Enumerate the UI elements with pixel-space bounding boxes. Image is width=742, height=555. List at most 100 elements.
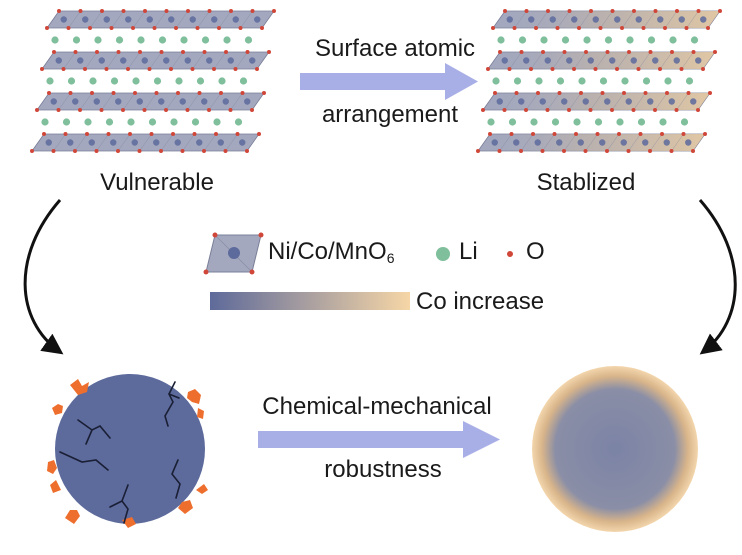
transition-metal-atom [222, 98, 229, 105]
lithium-atom [62, 118, 71, 126]
cracks [59, 381, 181, 524]
legend [203, 232, 513, 310]
transition-metal-atom [582, 98, 589, 105]
oxygen-atom [207, 9, 212, 13]
oxygen-atom [42, 132, 46, 136]
cell-edge [122, 92, 136, 111]
oxygen-atom [502, 108, 507, 112]
oxygen-atom [51, 149, 56, 153]
cell-edge [213, 51, 227, 70]
transition-metal-atom [614, 16, 621, 23]
cell-edge [692, 133, 706, 152]
cell-edge [702, 51, 716, 70]
transition-metal-atom [491, 139, 498, 146]
transition-metal-atom [506, 16, 513, 23]
transition-metal-atom [110, 139, 117, 146]
transition-metal-atom [67, 139, 74, 146]
oxygen-atom [598, 26, 603, 30]
oxygen-atom [180, 149, 185, 153]
oxygen-atom [142, 108, 147, 112]
right-curved-arrow [698, 199, 737, 355]
transition-metal-atom [592, 16, 599, 23]
oxygen-atom [567, 108, 571, 112]
cell-edge [160, 133, 174, 152]
cell-edge [568, 92, 582, 111]
legend-gradient-label: Co increase [416, 288, 545, 315]
lithium-atom [599, 77, 608, 85]
oxygen-atom [149, 132, 154, 136]
cell-edge [187, 92, 200, 111]
oxygen-atom [670, 50, 674, 54]
transition-metal-atom [513, 139, 520, 146]
transition-metal-atom [88, 139, 95, 146]
oxygen-atom [56, 108, 61, 112]
cell-edge [240, 10, 253, 29]
lithium-atom [642, 77, 651, 85]
transition-metal-atom [635, 16, 642, 23]
lithium-atom [94, 36, 102, 44]
lithium-atom [175, 77, 183, 85]
transition-metal-atom [232, 16, 239, 23]
oxygen-atom [686, 91, 691, 95]
cell-edge [117, 133, 131, 152]
lithium-atom [626, 36, 634, 44]
transition-metal-atom [549, 16, 556, 23]
oxygen-atom [223, 149, 228, 153]
lithium-atom [127, 118, 135, 126]
oxygen-atom [572, 67, 576, 71]
lithium-atom [51, 36, 59, 44]
oxygen-atom [703, 132, 707, 136]
lithium-atom [513, 77, 522, 85]
oxygen-atom [147, 67, 152, 71]
cell-edge [127, 51, 141, 70]
lithium-atom [573, 118, 581, 126]
oxygen-atom [40, 67, 44, 71]
transition-metal-atom [174, 139, 181, 146]
transition-metal-atom [120, 57, 127, 64]
transition-metal-atom [544, 57, 551, 64]
transition-metal-atom [523, 57, 530, 64]
oxygen-atom [45, 26, 49, 30]
stabilized-label: Stablized [536, 169, 636, 196]
oxygen-atom [61, 67, 66, 71]
transition-metal-atom [604, 98, 611, 105]
cell-edge [31, 133, 45, 152]
cell-edge [654, 92, 668, 111]
cell-edge [96, 133, 109, 152]
oxygen-atom [713, 50, 717, 54]
cell-edge [499, 133, 512, 152]
oxygen-atom [195, 26, 200, 30]
oxygen-atom [488, 132, 492, 136]
oxygen-atom [641, 26, 646, 30]
oxygen-atom [491, 26, 495, 30]
li-legend-icon [436, 247, 450, 261]
oxygen-atom [546, 9, 550, 13]
lithium-atom [72, 36, 81, 44]
oxygen-atom [524, 9, 529, 13]
lithium-atom [497, 36, 505, 44]
lithium-atom [487, 118, 495, 126]
oxygen-atom [66, 26, 71, 30]
cell-edge [530, 51, 544, 70]
transition-metal-atom [163, 57, 170, 64]
lithium-atom [223, 36, 231, 44]
oxygen-atom [557, 91, 562, 95]
oxygen-atom [238, 26, 243, 30]
oxygen-atom [88, 26, 92, 30]
lithium-atom [46, 77, 54, 85]
oxygen-atom [181, 50, 185, 54]
oxygen-atom [185, 108, 190, 112]
oxygen-atom [577, 26, 581, 30]
oxygen-atom [260, 26, 264, 30]
transition-metal-atom [587, 57, 594, 64]
cell-edge [165, 92, 179, 111]
transition-metal-atom [146, 16, 153, 23]
oxygen-atom [486, 67, 490, 71]
transition-metal-atom [153, 139, 160, 146]
oxygen-atom [497, 149, 502, 153]
left-curved-arrow [23, 199, 64, 355]
oxygen-atom [552, 132, 557, 136]
cell-edge [649, 133, 663, 152]
transition-metal-atom [227, 57, 234, 64]
